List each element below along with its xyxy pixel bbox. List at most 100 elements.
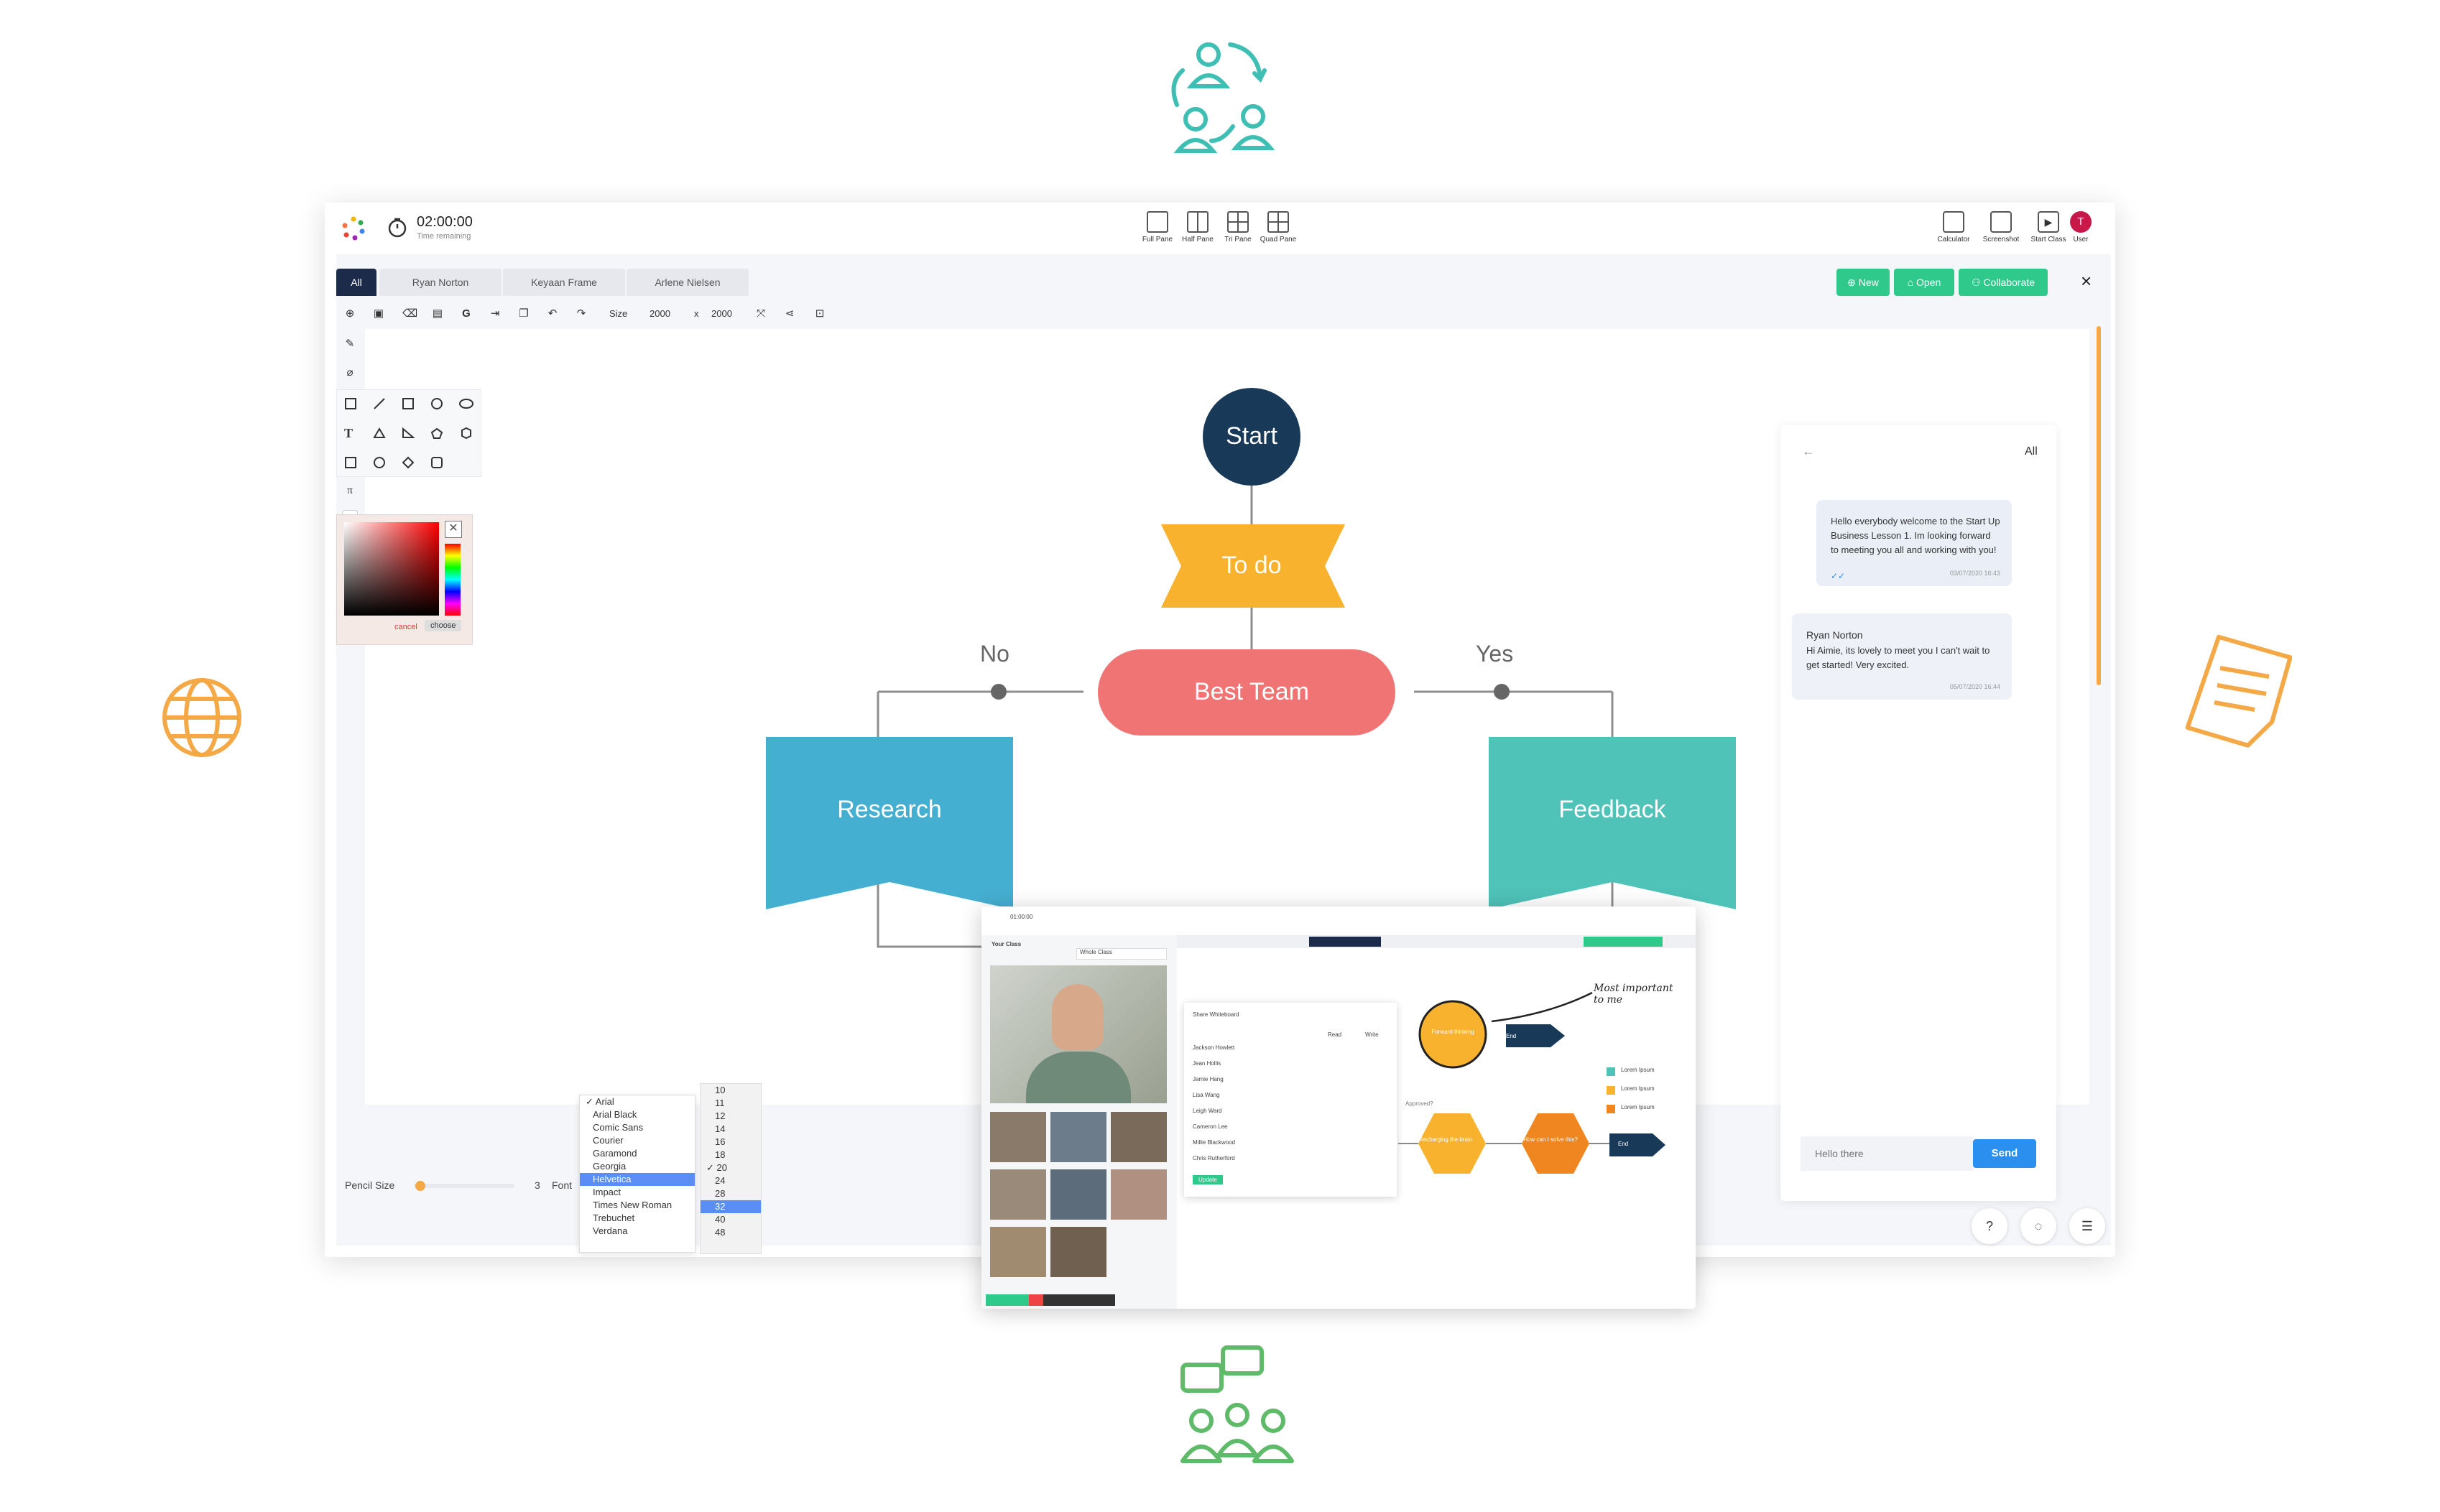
start-node[interactable] — [1203, 388, 1300, 486]
size-option[interactable]: 24 — [715, 1175, 726, 1186]
cancel-color-button[interactable]: cancel — [394, 623, 417, 631]
font-option[interactable]: Georgia — [593, 1161, 627, 1172]
slider-thumb[interactable] — [415, 1181, 425, 1191]
back-arrow-icon[interactable]: ← — [1802, 444, 1815, 458]
font-option[interactable]: Courier — [593, 1135, 624, 1146]
participant-tile[interactable] — [990, 1227, 1046, 1277]
participant-tile[interactable] — [1050, 1169, 1106, 1220]
best-team-node[interactable] — [1098, 649, 1395, 736]
share-name: Jackson Howlett — [1193, 1044, 1235, 1051]
tab-all[interactable]: All — [336, 269, 376, 296]
update-button[interactable]: Update — [1193, 1175, 1223, 1184]
chat-filter[interactable]: All — [2025, 445, 2038, 458]
quad-pane-button[interactable]: Quad Pane — [1253, 211, 1303, 244]
color-gradient[interactable] — [344, 522, 439, 616]
copy-icon[interactable]: ❐ — [519, 307, 529, 320]
hue-slider[interactable] — [445, 544, 461, 616]
size-option-selected[interactable]: 32 — [701, 1200, 761, 1213]
calculator-button[interactable]: Calculator — [1928, 211, 1979, 244]
choose-color-button[interactable]: choose — [425, 620, 462, 631]
start-class-button[interactable]: ▶Start Class — [2023, 211, 2074, 244]
pencil-size-slider[interactable] — [414, 1181, 514, 1191]
participant-tile[interactable] — [1050, 1112, 1106, 1162]
chat-button[interactable]: ◌ — [2020, 1208, 2056, 1244]
open-button[interactable]: ⌂ Open — [1894, 269, 1954, 296]
participant-tile[interactable] — [990, 1112, 1046, 1162]
share-icon[interactable]: ⋖ — [785, 307, 795, 320]
save-icon[interactable]: ▣ — [373, 307, 384, 320]
mini-class-title: Your Class — [992, 941, 1022, 947]
discussion-group-icon — [1180, 1345, 1294, 1463]
close-button[interactable]: × — [2081, 270, 2092, 292]
eraser-icon[interactable]: ⌀ — [346, 366, 353, 379]
size-option[interactable]: 10 — [715, 1085, 726, 1095]
font-option[interactable]: Trebuchet — [593, 1212, 635, 1223]
timer-icon — [388, 218, 407, 238]
size-option[interactable]: 18 — [715, 1149, 726, 1160]
font-option[interactable]: Arial Black — [593, 1109, 637, 1120]
mini-class-select[interactable]: Whole Class — [1076, 948, 1167, 960]
font-option[interactable]: ✓ Arial — [586, 1096, 614, 1107]
font-dropdown[interactable]: ✓ Arial Arial Black Comic Sans Courier G… — [579, 1095, 696, 1253]
export-icon[interactable]: ⇥ — [490, 307, 500, 320]
fit-icon[interactable]: ⤧ — [756, 307, 765, 320]
size-option[interactable]: 48 — [715, 1227, 726, 1238]
participant-tile[interactable] — [1111, 1112, 1167, 1162]
tri-pane-button[interactable]: Tri Pane — [1213, 211, 1263, 244]
size-option[interactable]: 14 — [715, 1123, 726, 1134]
close-picker-icon[interactable]: ✕ — [445, 521, 462, 538]
undo-icon[interactable]: ↶ — [547, 307, 558, 320]
chat-input[interactable] — [1801, 1136, 1973, 1171]
redo-icon[interactable]: ↷ — [576, 307, 586, 320]
canvas-scrollbar[interactable] — [2097, 326, 2101, 685]
full-pane-button[interactable]: Full Pane — [1132, 211, 1183, 244]
size-option[interactable]: ✓ 20 — [706, 1162, 727, 1173]
toolbar: ⊕ ▣ ⌫ ▤ G ⇥ ❐ ↶ ↷ Size 2000 x 2000 ⤧ ⋖ ⊡ — [336, 300, 2111, 329]
participant-tile[interactable] — [1050, 1227, 1106, 1277]
participant-tile[interactable] — [990, 1169, 1046, 1220]
forward-label: Forward thinking — [1431, 1029, 1474, 1035]
tab-keyaan-frame[interactable]: Keyaan Frame — [503, 269, 625, 296]
font-option[interactable]: Comic Sans — [593, 1122, 644, 1133]
google-icon[interactable]: G — [462, 307, 471, 320]
add-icon[interactable]: ⊕ — [345, 307, 355, 320]
canvas-width[interactable]: 2000 — [650, 308, 670, 319]
todo-node[interactable] — [1161, 524, 1345, 608]
pi-icon[interactable]: π — [347, 485, 353, 496]
participant-tile[interactable] — [1111, 1169, 1167, 1220]
feedback-node[interactable] — [1489, 737, 1736, 909]
size-option[interactable]: 16 — [715, 1136, 726, 1147]
font-option[interactable]: Garamond — [593, 1148, 637, 1159]
font-option[interactable]: Times New Roman — [593, 1200, 673, 1210]
size-option[interactable]: 40 — [715, 1214, 726, 1225]
user-button[interactable]: T User — [2059, 211, 2102, 244]
research-node[interactable] — [766, 737, 1013, 909]
tab-arlene-nielsen[interactable]: Arlene Nielsen — [627, 269, 749, 296]
canvas-height[interactable]: 2000 — [711, 308, 732, 319]
start-label: Start — [1226, 422, 1277, 450]
size-option[interactable]: 11 — [715, 1098, 725, 1108]
size-option[interactable]: 12 — [715, 1110, 726, 1121]
svg-text:T: T — [344, 426, 353, 440]
image-icon[interactable]: ▤ — [432, 307, 443, 320]
font-option[interactable]: Impact — [593, 1187, 621, 1197]
pencil-icon[interactable]: ✎ — [345, 338, 355, 350]
no-connector-dot — [991, 684, 1007, 700]
trash-icon[interactable]: ⌫ — [402, 307, 418, 320]
tab-ryan-norton[interactable]: Ryan Norton — [379, 269, 502, 296]
settings-button[interactable]: ☰ — [2069, 1208, 2105, 1244]
share-name: Leigh Ward — [1193, 1108, 1222, 1114]
size-option[interactable]: 28 — [715, 1188, 726, 1199]
approved-label: Approved? — [1405, 1100, 1433, 1107]
screenshot-button[interactable]: Screenshot — [1976, 211, 2026, 244]
font-option-selected[interactable]: Helvetica — [580, 1173, 695, 1186]
collaborate-button[interactable]: ⚇ Collaborate — [1959, 269, 2048, 296]
unlock-icon[interactable]: ⊡ — [815, 307, 825, 320]
half-pane-button[interactable]: Half Pane — [1173, 211, 1223, 244]
pencil-size-label: Pencil Size — [345, 1179, 395, 1191]
font-option[interactable]: Verdana — [593, 1225, 628, 1236]
new-button[interactable]: ⊕ New — [1836, 269, 1890, 296]
help-button[interactable]: ? — [1972, 1208, 2007, 1244]
size-dropdown[interactable]: 10 11 12 14 16 18 ✓ 20 24 28 32 40 48 — [700, 1083, 762, 1254]
send-button[interactable]: Send — [1973, 1139, 2036, 1168]
